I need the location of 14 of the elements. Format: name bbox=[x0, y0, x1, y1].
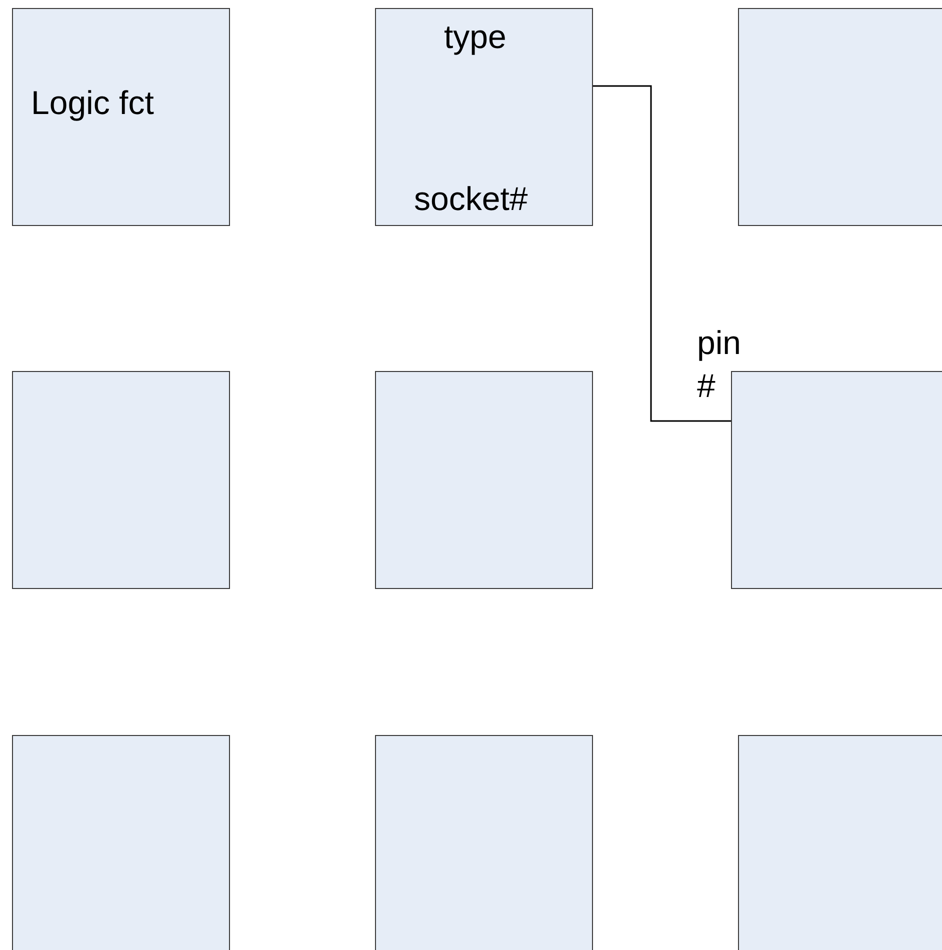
type-label: type bbox=[444, 19, 506, 56]
component-box bbox=[738, 735, 942, 950]
component-box bbox=[375, 371, 593, 589]
component-box bbox=[12, 735, 230, 950]
edge-label: pin # bbox=[697, 323, 737, 406]
component-box bbox=[738, 8, 942, 226]
component-box bbox=[12, 8, 230, 226]
connector-line bbox=[593, 85, 731, 422]
node-title: Logic fct bbox=[31, 85, 154, 122]
component-box bbox=[12, 371, 230, 589]
component-box bbox=[731, 371, 942, 589]
component-box bbox=[375, 8, 593, 226]
component-box bbox=[375, 735, 593, 950]
socket-label: socket# bbox=[414, 181, 528, 218]
